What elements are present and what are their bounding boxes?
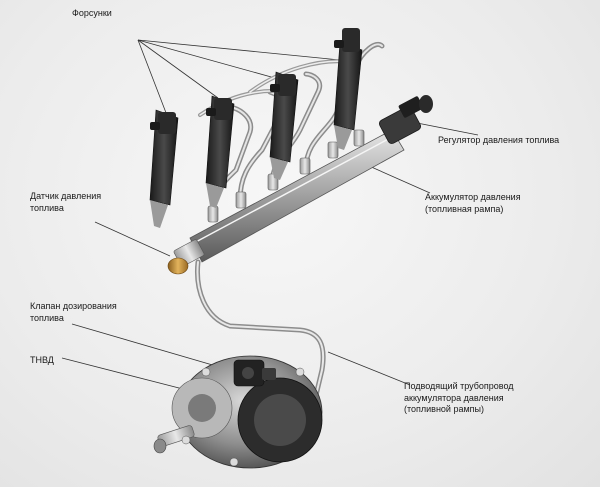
leader-injector-4 bbox=[137, 39, 341, 61]
label-pressure-regulator-text: Регулятор давления топлива bbox=[438, 135, 560, 145]
leader-injector-3 bbox=[137, 39, 283, 81]
leader-supply-line bbox=[327, 351, 411, 386]
label-fuel-rail-line-2: (топливная рампа) bbox=[425, 203, 504, 214]
label-pressure-regulator: Регулятор давления топлива bbox=[438, 135, 559, 147]
label-supply-line-line-1: Подводящий трубопровод bbox=[404, 381, 514, 391]
label-metering-valve-line-1: Клапан дозирования bbox=[30, 301, 117, 311]
label-pressure-sensor-line-1: Датчик давления bbox=[30, 191, 102, 201]
leader-injector-2 bbox=[137, 39, 219, 99]
leader-injector-1 bbox=[137, 39, 169, 119]
label-injectors-text: Форсунки bbox=[72, 8, 112, 18]
leader-pressure-sensor bbox=[94, 221, 171, 257]
high-pressure-pump bbox=[153, 355, 323, 469]
label-metering-valve-line-2: топлива bbox=[30, 312, 64, 323]
pressure-regulator bbox=[379, 95, 433, 144]
label-pump-text: ТНВД bbox=[30, 355, 54, 365]
label-pressure-sensor: Датчик давления топлива bbox=[30, 191, 101, 214]
label-supply-line-line-3: (топливной рампы) bbox=[404, 404, 484, 414]
label-injectors: Форсунки bbox=[72, 8, 112, 20]
injector-3 bbox=[269, 71, 299, 180]
label-pump: ТНВД bbox=[30, 355, 54, 367]
label-fuel-rail: Аккумулятор давления (топливная рампа) bbox=[425, 192, 521, 215]
fuel-rail bbox=[189, 129, 405, 263]
injector-4 bbox=[333, 28, 363, 150]
metering-valve bbox=[233, 359, 276, 387]
leader-regulator bbox=[411, 121, 479, 136]
pressure-sensor bbox=[167, 239, 205, 275]
injector-2 bbox=[205, 95, 235, 208]
label-fuel-rail-line-1: Аккумулятор давления bbox=[425, 192, 521, 202]
injectors bbox=[149, 28, 363, 228]
label-supply-line-line-2: аккумулятора давления bbox=[404, 392, 504, 403]
label-pressure-sensor-line-2: топлива bbox=[30, 202, 64, 213]
injector-1 bbox=[149, 109, 179, 228]
label-metering-valve: Клапан дозирования топлива bbox=[30, 301, 117, 324]
supply-line-pipe bbox=[194, 259, 326, 415]
label-supply-line: Подводящий трубопровод аккумулятора давл… bbox=[404, 381, 514, 416]
